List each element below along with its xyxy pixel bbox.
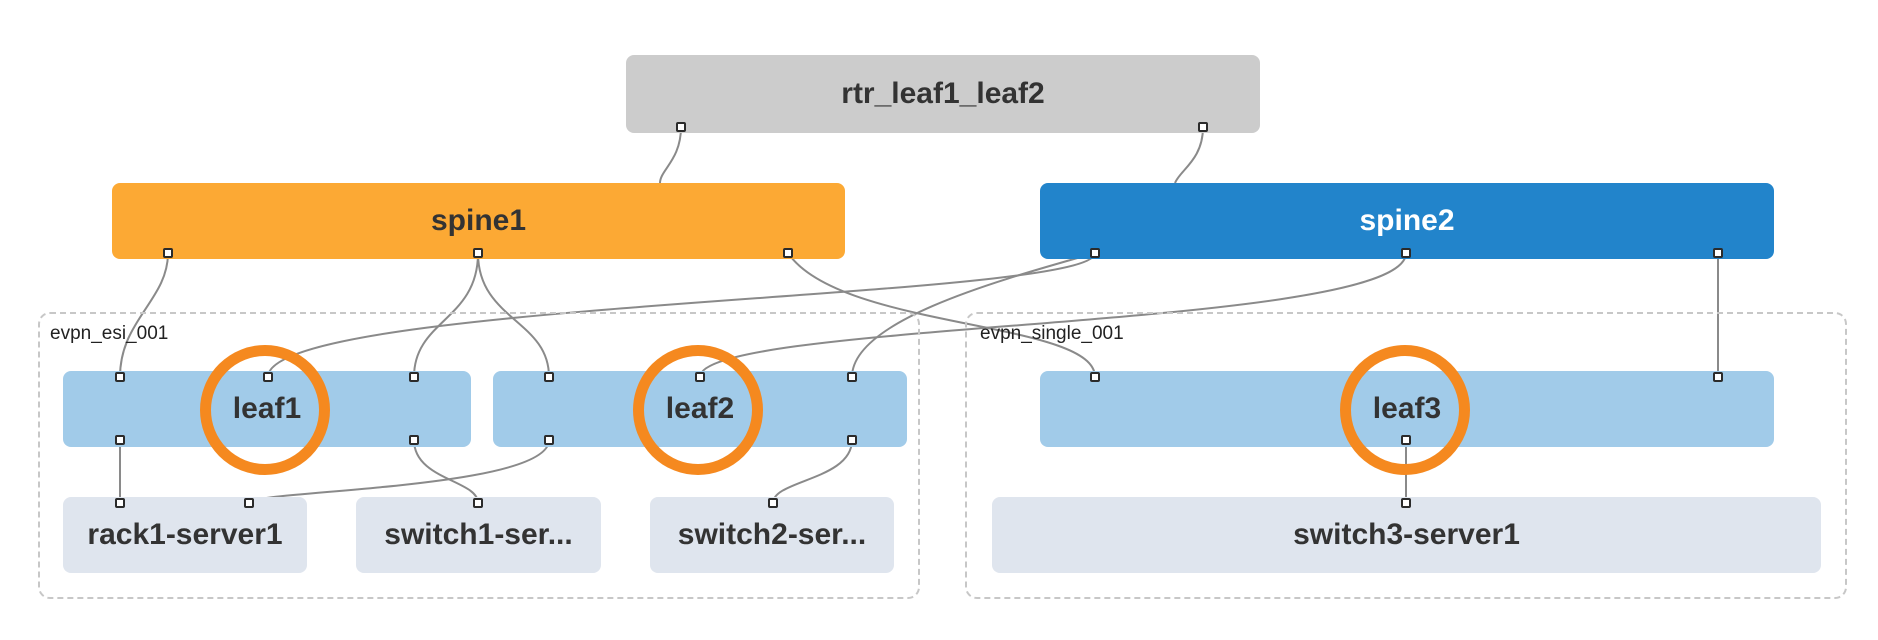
server-label-switch1: switch1-ser...	[384, 518, 573, 551]
port-router-1[interactable]	[676, 122, 686, 132]
spine2-label: spine2	[1359, 204, 1455, 237]
server-switch3-server1[interactable]: switch3-server1	[992, 497, 1821, 573]
port-spine1-2[interactable]	[473, 248, 483, 258]
port-rack1-server1-2[interactable]	[244, 498, 254, 508]
group-label-evpn-esi-001: evpn_esi_001	[50, 323, 169, 344]
port-switch2-1[interactable]	[768, 498, 778, 508]
spine2-node[interactable]: spine2	[1040, 183, 1774, 259]
spine1-node[interactable]: spine1	[112, 183, 845, 259]
port-spine2-3[interactable]	[1713, 248, 1723, 258]
port-spine2-2[interactable]	[1401, 248, 1411, 258]
link-spine1-leaf3	[787, 252, 1096, 378]
server-label-switch2: switch2-ser...	[677, 518, 867, 551]
server-rack1-server1[interactable]: rack1-server1	[63, 497, 307, 573]
link-router-spine1	[659, 126, 682, 184]
port-switch1-1[interactable]	[473, 498, 483, 508]
port-leaf2-top-3[interactable]	[847, 372, 857, 382]
server-switch1[interactable]: switch1-ser...	[356, 497, 601, 573]
port-spine2-1[interactable]	[1090, 248, 1100, 258]
port-leaf3-top-1[interactable]	[1090, 372, 1100, 382]
port-leaf2-bottom-2[interactable]	[847, 435, 857, 445]
group-evpn-single-001	[965, 312, 1847, 599]
link-spine2-leaf2-a	[851, 252, 1096, 378]
link-leaf2-switch2	[772, 439, 853, 504]
port-leaf2-bottom-1[interactable]	[544, 435, 554, 445]
group-label-evpn-single-001: evpn_single_001	[980, 323, 1124, 344]
spine1-label: spine1	[430, 204, 527, 237]
port-leaf1-top-1[interactable]	[115, 372, 125, 382]
link-spine1-leaf1-b	[413, 252, 479, 378]
highlight-ring-leaf3	[1340, 345, 1470, 475]
highlight-ring-leaf2	[633, 345, 763, 475]
port-spine1-3[interactable]	[783, 248, 793, 258]
port-leaf2-top-1[interactable]	[544, 372, 554, 382]
group-evpn-esi-001	[38, 312, 920, 599]
link-spine2-leaf1	[267, 252, 1096, 378]
router-label: rtr_leaf1_leaf2	[841, 77, 1045, 110]
link-spine1-leaf1-a	[119, 252, 169, 378]
link-spine2-leaf2-b	[699, 252, 1407, 378]
server-label-rack1-server1: rack1-server1	[87, 518, 283, 551]
router-node[interactable]: rtr_leaf1_leaf2	[626, 55, 1260, 133]
server-label-switch3-server1: switch3-server1	[1293, 518, 1520, 551]
port-leaf1-bottom-2[interactable]	[409, 435, 419, 445]
server-switch2[interactable]: switch2-ser...	[650, 497, 894, 573]
link-router-spine2	[1174, 126, 1204, 184]
port-leaf1-bottom-1[interactable]	[115, 435, 125, 445]
port-leaf3-top-2[interactable]	[1713, 372, 1723, 382]
port-router-2[interactable]	[1198, 122, 1208, 132]
port-leaf1-top-3[interactable]	[409, 372, 419, 382]
port-spine1-1[interactable]	[163, 248, 173, 258]
highlight-ring-leaf1	[200, 345, 330, 475]
link-leaf1-switch1	[413, 439, 479, 504]
port-switch3-server1-1[interactable]	[1401, 498, 1411, 508]
port-rack1-server1-1[interactable]	[115, 498, 125, 508]
